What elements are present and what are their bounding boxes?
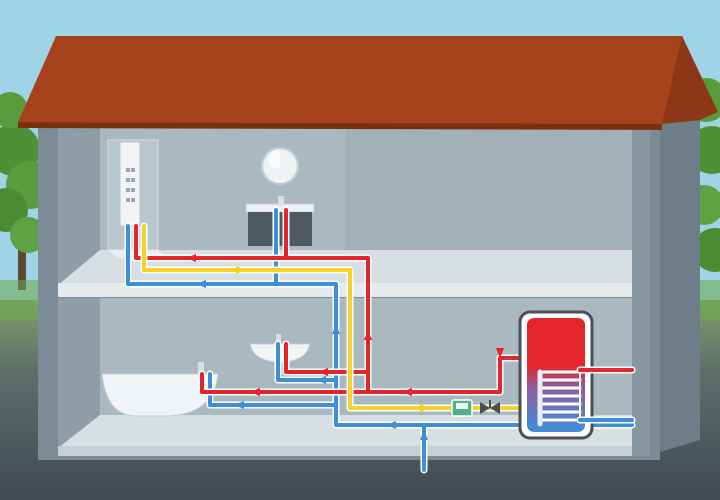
right-inner-wall — [632, 126, 650, 456]
flow-arrow-icon — [186, 254, 504, 440]
heating-coil-icon — [537, 369, 582, 427]
roof-side — [662, 36, 718, 124]
lower-slab — [58, 446, 632, 456]
roof — [18, 36, 718, 124]
mirror-icon — [261, 147, 299, 185]
upper-room-left-wall — [58, 126, 100, 285]
left-trees — [0, 92, 54, 290]
upper-room-right-section — [345, 126, 632, 254]
check-valve-icon — [480, 400, 500, 414]
circulation-pipes — [140, 222, 524, 412]
roof-edge — [18, 122, 662, 130]
washbasin-icon — [245, 196, 315, 246]
house-side-wall — [650, 82, 700, 455]
heating-circuit-pipes — [576, 366, 636, 424]
circulation-pump-icon — [451, 399, 473, 417]
lower-room-left-wall — [58, 298, 100, 448]
